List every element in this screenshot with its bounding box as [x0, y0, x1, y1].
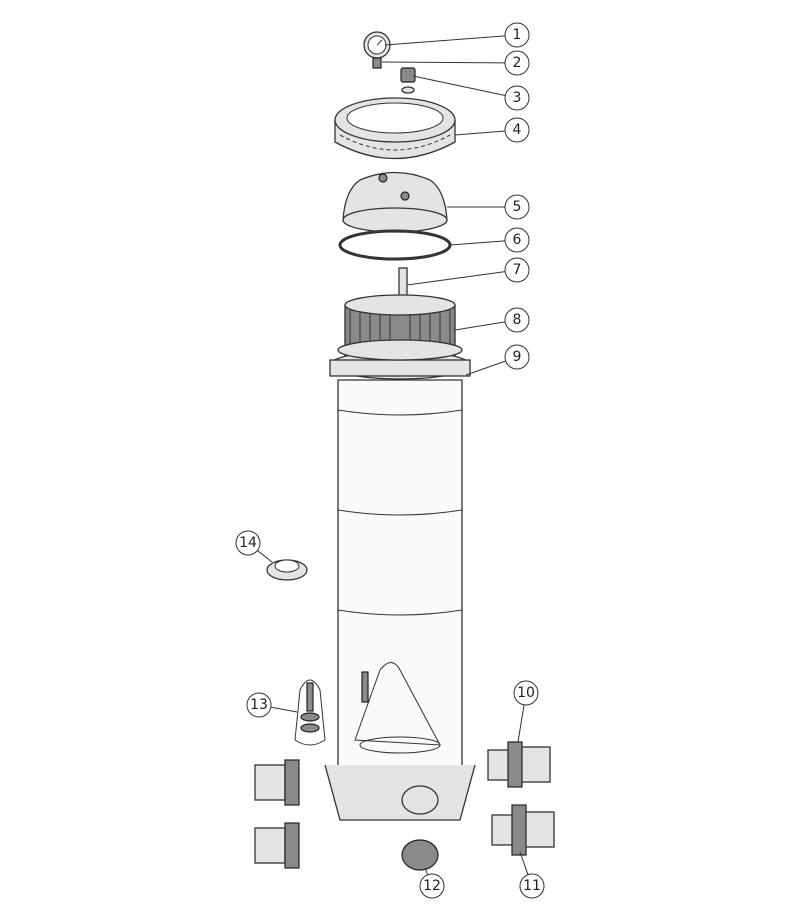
callout-number: 3: [513, 90, 522, 106]
callout-number: 2: [513, 55, 522, 71]
callout-number: 14: [239, 535, 257, 551]
callout-number: 7: [513, 262, 522, 278]
callout-circle: [504, 227, 530, 253]
leader-line: [449, 240, 506, 246]
callout-number: 10: [517, 685, 535, 701]
part-union-fittings: [254, 741, 555, 869]
callout-9: 9: [465, 344, 530, 376]
callout-number: 6: [513, 232, 522, 248]
callout-4: 4: [454, 117, 530, 143]
part-sight-glass-grommet: [266, 559, 308, 581]
callout-11: 11: [519, 851, 545, 899]
part-drain-cap: [401, 839, 439, 871]
callout-number: 12: [423, 878, 441, 894]
callout-number: 11: [523, 878, 541, 894]
callout-circle: [504, 85, 530, 111]
callout-number: 13: [250, 697, 268, 713]
part-filter-lid: [342, 171, 448, 233]
callout-number: 9: [513, 349, 522, 365]
callout-14: 14: [235, 530, 273, 563]
callout-circle: [419, 873, 445, 899]
callout-13: 13: [246, 692, 298, 718]
callout-circle: [504, 117, 530, 143]
callout-circle: [504, 194, 530, 220]
callout-number: 8: [513, 312, 522, 328]
callout-6: 6: [449, 227, 530, 253]
callout-circle: [513, 680, 539, 706]
leader-line: [384, 35, 506, 46]
part-filter-tank: [324, 339, 476, 821]
callout-circle: [519, 873, 545, 899]
callout-circle: [504, 22, 530, 48]
callout-circle: [504, 50, 530, 76]
callout-circle: [504, 344, 530, 370]
part-lock-ring: [334, 97, 456, 160]
callout-circle: [235, 530, 261, 556]
callout-circle: [246, 692, 272, 718]
leader-line: [454, 130, 506, 136]
leader-line: [517, 704, 525, 743]
part-gauge-fitting: [372, 57, 382, 69]
leader-line: [412, 75, 506, 97]
leader-line: [519, 851, 529, 875]
leader-line: [465, 360, 506, 376]
callout-circle: [504, 307, 530, 333]
callout-3: 3: [412, 75, 530, 111]
leader-line: [454, 321, 506, 331]
callout-7: 7: [406, 257, 530, 286]
part-air-release-valve: [400, 67, 416, 94]
callout-8: 8: [454, 307, 530, 333]
callout-circle: [504, 257, 530, 283]
callout-5: 5: [447, 194, 530, 220]
callout-1: 1: [384, 22, 530, 48]
leader-line: [424, 867, 429, 875]
leader-line: [270, 706, 298, 713]
leader-line: [257, 550, 273, 563]
callout-2: 2: [381, 50, 530, 76]
callout-10: 10: [513, 680, 539, 743]
callout-number: 5: [513, 199, 522, 215]
part-o-ring: [338, 229, 452, 261]
callout-12: 12: [419, 867, 445, 899]
callout-number: 1: [513, 27, 522, 43]
part-drain-plug-assembly: [294, 679, 326, 746]
leader-line: [406, 271, 506, 286]
callout-number: 4: [513, 122, 522, 138]
leader-line: [381, 61, 506, 64]
